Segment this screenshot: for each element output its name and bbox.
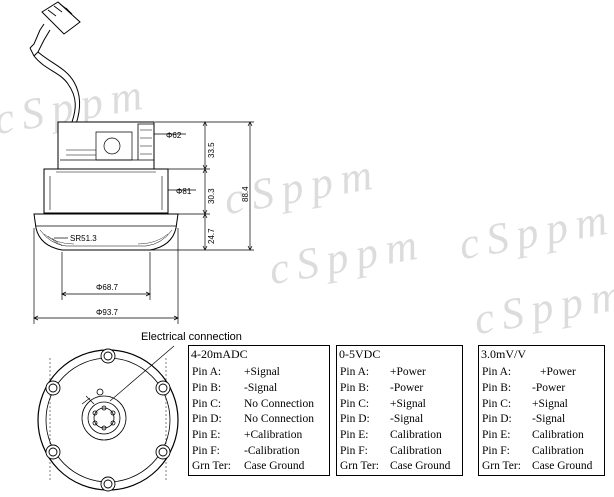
pin-value: Calibration <box>390 445 442 457</box>
pin-value: -Signal <box>532 413 566 425</box>
pin-value: Case Ground <box>244 460 305 472</box>
horizontal-dimensions <box>33 228 179 324</box>
pin-value: -Power <box>390 382 424 394</box>
pin-value: +Calibration <box>244 429 303 441</box>
pin-label: Pin F: <box>340 445 368 457</box>
pin-value: Case Ground <box>532 460 593 472</box>
dim-88-4-label: 88.4 <box>241 186 250 202</box>
pin-label: Pin F: <box>192 445 220 457</box>
pin-table-title: 4-20mADC <box>191 347 248 361</box>
electrical-connection-label: Electrical connection <box>141 331 242 343</box>
pin-label: Pin A: <box>482 366 512 378</box>
base-diaphragm <box>33 213 179 251</box>
pin-value: -Signal <box>390 413 424 425</box>
bottom-view <box>37 345 179 492</box>
pin-value: Calibration <box>532 429 584 441</box>
pin-table-title: 3.0mV/V <box>481 347 526 361</box>
pin-label: Pin E: <box>482 429 511 441</box>
pin-label: Grn Ter: <box>482 460 521 472</box>
cable <box>33 55 76 123</box>
pin-label: Pin D: <box>482 413 512 425</box>
vertical-dimensions <box>150 121 254 251</box>
pin-label: Pin C: <box>482 398 512 410</box>
pin-value: +Signal <box>390 398 426 410</box>
pin-table-4-20madc: 4-20mADC Pin A: +Signal Pin B: -Signal Pin… <box>188 345 330 476</box>
pin-label: Grn Ter: <box>192 460 231 472</box>
phi93-7-label: Φ93.7 <box>96 308 119 317</box>
pin-value: -Signal <box>244 382 278 394</box>
pin-label: Pin B: <box>482 382 512 394</box>
pin-value: +Signal <box>244 366 280 378</box>
connection-leader <box>109 345 175 402</box>
top-body <box>57 121 155 170</box>
mounting-holes <box>45 348 171 492</box>
pin-value: No Connection <box>244 398 314 410</box>
pin-value: +Power <box>540 366 576 378</box>
pin-label: Pin E: <box>192 429 221 441</box>
pin-label: Pin D: <box>192 413 222 425</box>
connector-receptacle <box>81 388 127 441</box>
connector-plug <box>29 1 81 57</box>
pin-value: -Power <box>532 382 566 394</box>
pin-value: +Signal <box>532 398 568 410</box>
pin-label: Pin F: <box>482 445 510 457</box>
dim-33-5-label: 33.5 <box>207 142 216 158</box>
pin-label: Pin B: <box>192 382 222 394</box>
phi62-label: Φ62 <box>166 131 182 140</box>
pin-value: +Power <box>390 366 426 378</box>
pin-label: Grn Ter: <box>340 460 379 472</box>
pin-label: Pin A: <box>340 366 370 378</box>
pin-value: Calibration <box>532 445 584 457</box>
pin-value: -Calibration <box>244 445 300 457</box>
dim-24-7-label: 24.7 <box>207 228 216 244</box>
pin-label: Pin E: <box>340 429 369 441</box>
dim-30-3-label: 30.3 <box>207 188 216 204</box>
pin-value: Calibration <box>390 429 442 441</box>
pin-label: Pin C: <box>192 398 222 410</box>
phi68-7-label: Φ68.7 <box>96 283 119 292</box>
pin-label: Pin A: <box>192 366 222 378</box>
sr-label: SR51.3 <box>70 234 97 243</box>
middle-body <box>43 168 169 214</box>
pin-label: Pin D: <box>340 413 370 425</box>
pin-label: Pin C: <box>340 398 370 410</box>
pin-table-title: 0-5VDC <box>339 347 381 361</box>
pin-table-3mv: 3.0mV/V Pin A: +Power Pin B: -Power Pin C:… <box>478 345 605 476</box>
phi81-label: Φ81 <box>176 187 192 196</box>
pin-table-0-5vdc: 0-5VDC Pin A: +Power Pin B: -Power Pin C: +… <box>336 345 463 476</box>
cable <box>37 51 80 125</box>
pin-value: No Connection <box>244 413 314 425</box>
pin-label: Pin B: <box>340 382 370 394</box>
pin-value: Case Ground <box>390 460 451 472</box>
